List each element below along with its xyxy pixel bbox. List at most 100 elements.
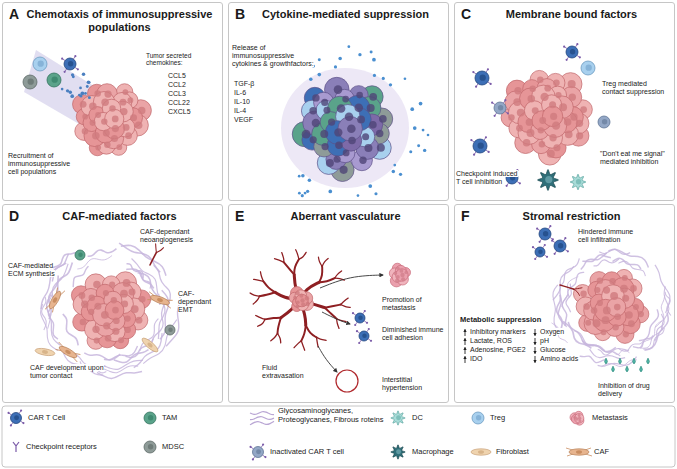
cytokine-dot bbox=[84, 92, 87, 95]
receptor-head bbox=[358, 342, 360, 344]
car-t-cell bbox=[472, 68, 492, 88]
annotation-text: Release of immunosuppressive cytokines &… bbox=[232, 44, 314, 67]
legend-text: Metastasis bbox=[592, 413, 628, 422]
treg-cell bbox=[33, 57, 47, 71]
tumor-nucleus bbox=[89, 102, 97, 110]
receptor-head bbox=[262, 443, 264, 445]
receptor-head bbox=[264, 456, 266, 458]
ecm-fiber bbox=[553, 266, 574, 300]
legend-text: TAM bbox=[162, 413, 177, 422]
tumor-nucleus bbox=[564, 118, 571, 125]
tumor-cluster bbox=[573, 269, 648, 343]
cell-nucleus bbox=[14, 415, 19, 420]
annotation-text: Glucose bbox=[540, 346, 566, 353]
receptor-head bbox=[549, 225, 551, 227]
effect-arrow bbox=[320, 275, 383, 288]
annotation-text: CAF-dependant EMT bbox=[178, 290, 211, 313]
panel-f-illustration bbox=[465, 225, 671, 372]
panel-box: AChemotaxis of immunosuppressive populat… bbox=[2, 2, 223, 201]
panel-c-illustration bbox=[470, 43, 610, 190]
cell-body bbox=[23, 75, 37, 89]
car-t-cell bbox=[356, 328, 372, 344]
annotation-text: Treg mediated contact suppression bbox=[602, 80, 664, 95]
tumor-nucleus bbox=[116, 144, 122, 150]
blood-vessel bbox=[341, 305, 351, 308]
tumor-nucleus bbox=[123, 124, 130, 131]
receptor-head bbox=[544, 244, 546, 246]
legend-text: Fibroblast bbox=[496, 447, 529, 456]
effect-arrow bbox=[318, 346, 337, 372]
cell-nucleus bbox=[476, 415, 481, 420]
increase-arrow bbox=[465, 357, 466, 364]
illustration bbox=[7, 43, 670, 460]
cell-nucleus bbox=[498, 105, 503, 110]
tumor-nucleus bbox=[396, 275, 400, 279]
tumor-nucleus bbox=[513, 98, 521, 106]
tumor-nucleus bbox=[603, 307, 611, 315]
tumor-nucleus bbox=[555, 92, 561, 98]
caf-cell bbox=[566, 448, 592, 456]
metastasis-cluster bbox=[389, 263, 410, 287]
tumor-nucleus bbox=[112, 125, 119, 132]
blood-vessel bbox=[156, 248, 163, 253]
tumor-nucleus bbox=[622, 295, 629, 302]
annotation-label: Lactate, ROS bbox=[470, 337, 512, 345]
ecm-fiber bbox=[643, 328, 664, 349]
cell-nucleus bbox=[358, 316, 363, 321]
tumor-nucleus bbox=[367, 104, 375, 112]
cell-body bbox=[494, 102, 506, 114]
panel-title: Cytokine-mediated suppression bbox=[251, 8, 440, 21]
receptor-head bbox=[352, 312, 354, 314]
tumor-nucleus bbox=[320, 130, 328, 138]
tumor-nucleus bbox=[95, 112, 101, 118]
cytokine-dot bbox=[298, 61, 301, 64]
annotation-label: Release of immunosuppressive cytokines &… bbox=[232, 44, 322, 68]
checkpoint-receptor bbox=[13, 442, 19, 452]
tumor-nucleus bbox=[578, 417, 581, 420]
cell-body bbox=[144, 441, 156, 453]
interstitial-space bbox=[336, 370, 358, 392]
blood-vessel bbox=[263, 281, 275, 292]
blood-vessel bbox=[573, 289, 579, 295]
cell-nucleus bbox=[576, 450, 582, 454]
cytokine-dot bbox=[71, 73, 74, 76]
fibroblast-cell bbox=[35, 347, 56, 357]
tumor-nucleus bbox=[340, 166, 348, 174]
annotation-text: CXCL5 bbox=[168, 108, 191, 115]
tumor-nucleus bbox=[401, 277, 405, 281]
annotation-text: Metabolic suppression bbox=[460, 315, 541, 324]
tumor-nucleus bbox=[103, 290, 109, 296]
tumor-nucleus bbox=[569, 94, 576, 101]
car-t-cell bbox=[503, 169, 521, 187]
ecm-fiber bbox=[250, 417, 274, 420]
cell-body bbox=[144, 412, 156, 424]
tumor-nucleus bbox=[369, 93, 377, 101]
blood-vessel bbox=[256, 316, 265, 320]
cytokine-dot bbox=[86, 85, 89, 88]
tumor-nucleus bbox=[89, 294, 95, 300]
cell-body bbox=[471, 449, 491, 455]
macrophage-cell bbox=[391, 445, 405, 459]
tumor-nucleus bbox=[312, 119, 320, 127]
cell-body bbox=[58, 344, 79, 360]
cytokine-halo bbox=[281, 68, 409, 188]
tumor-nucleus bbox=[550, 113, 557, 120]
ecm-fiber bbox=[47, 295, 61, 346]
tumor-nucleus bbox=[94, 303, 101, 310]
annotation-label: Checkpoint induced T cell inhibition bbox=[456, 170, 518, 186]
cytokine-dot bbox=[66, 89, 69, 92]
cell-nucleus bbox=[28, 79, 34, 85]
receptor-head bbox=[370, 340, 372, 342]
annotation-label: Hindered immune cell infiltration bbox=[578, 228, 644, 244]
drug-droplet bbox=[626, 366, 629, 372]
cell-body bbox=[472, 412, 484, 424]
tumor-nucleus bbox=[103, 129, 110, 136]
tumor-nucleus bbox=[623, 331, 629, 337]
tumor-nucleus bbox=[614, 313, 621, 320]
cell-nucleus bbox=[148, 415, 153, 420]
cell-nucleus bbox=[602, 119, 607, 124]
annotation-label: Inhibitory markers bbox=[470, 328, 526, 336]
blood-vessel bbox=[325, 308, 337, 319]
annotation-label: IL-4 bbox=[234, 107, 246, 115]
receptor-head bbox=[249, 446, 251, 448]
